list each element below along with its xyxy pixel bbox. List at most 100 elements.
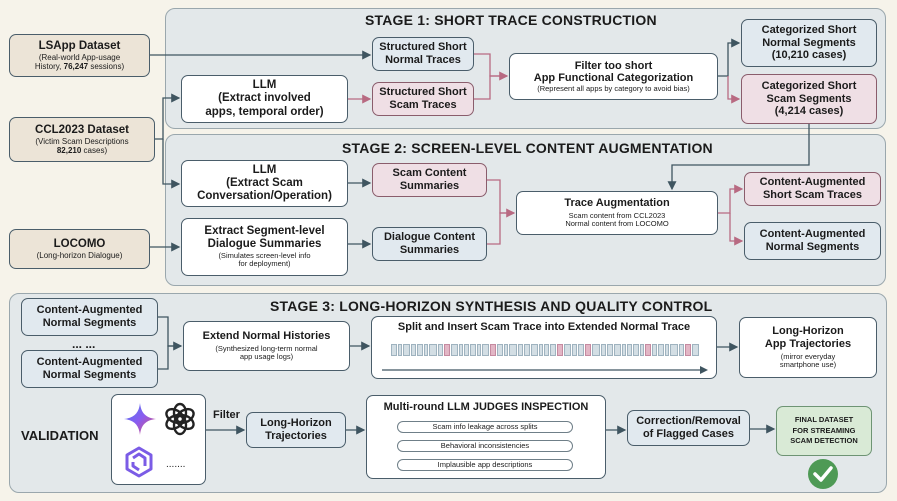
long-traj-desc2: smartphone use) (779, 360, 837, 370)
split-title: Split and Insert Scam Trace into Extende… (397, 321, 691, 333)
extract-line2: Dialogue Summaries (207, 238, 322, 251)
correction-line1: Correction/Removal (636, 415, 741, 428)
long-traj-desc1: (mirror everyday (780, 351, 836, 361)
stage1-llm-box: LLM (Extract involved apps, temporal ord… (181, 75, 348, 123)
extend-title: Extend Normal Histories (202, 330, 331, 343)
extend-normal-histories-box: Extend Normal Histories (Synthesized lon… (183, 321, 350, 371)
split-insert-box: Split and Insert Scam Trace into Extende… (371, 316, 717, 379)
aug-scam-line1: Content-Augmented (759, 176, 866, 189)
aug-normal-line2: Normal Segments (765, 241, 860, 253)
normal-trace-cell (639, 344, 644, 356)
cat-normal-line1: Categorized Short (761, 24, 857, 37)
aug-normal-line1: Content-Augmented (759, 228, 866, 241)
normal-trace-cell (503, 344, 508, 356)
stage2-llm-title: LLM (252, 163, 277, 176)
cat-scam-line1: Categorized Short (761, 80, 857, 93)
normal-trace-cell (632, 344, 639, 356)
normal-trace-cell (517, 344, 523, 356)
augmented-scam-traces-box: Content-Augmented Short Scam Traces (744, 172, 881, 206)
stage3-normal-segment-2: Content-Augmented Normal Segments (21, 350, 158, 388)
stage3-normal-segment-1: Content-Augmented Normal Segments (21, 298, 158, 336)
categorized-scam-segments-box: Categorized Short Scam Segments (4,214 c… (741, 74, 877, 124)
normal-trace-cell (549, 344, 556, 356)
normal-trace-cell (563, 344, 571, 356)
ccl2023-desc1: (Victim Scam Descriptions (35, 136, 129, 146)
segments-ellipsis: ... ... (72, 337, 96, 351)
llm-models-box: ....... (111, 394, 206, 485)
normal-trace-cell (626, 344, 632, 356)
openai-icon (165, 402, 195, 436)
stage3-title: STAGE 3: LONG-HORIZON SYNTHESIS AND QUAL… (270, 298, 713, 314)
normal-trace-cell (416, 344, 423, 356)
extend-desc1: (Synthesized long-term normal (215, 343, 318, 353)
normal-trace-cell (390, 344, 397, 356)
extract-line1: Extract Segment-level (204, 225, 325, 238)
trace-aug-title: Trace Augmentation (564, 197, 670, 210)
locomo-desc: (Long-horizon Dialogue) (36, 251, 123, 261)
lsapp-dataset-box: LSApp Dataset (Real-world App-usage Hist… (9, 34, 150, 77)
normal-trace-cell (496, 344, 503, 356)
filter-line2: App Functional Categorization (533, 72, 694, 85)
filter-label: Filter (213, 409, 240, 421)
llm-judges-box: Multi-round LLM JUDGES INSPECTION Scam i… (366, 395, 606, 479)
normal-trace-cell (523, 344, 530, 356)
normal-trace-cell (508, 344, 517, 356)
judges-title: Multi-round LLM JUDGES INSPECTION (383, 401, 589, 413)
normal-trace-cell (571, 344, 577, 356)
locomo-dataset-box: LOCOMO (Long-horizon Dialogue) (9, 229, 150, 269)
normal-trace-cell (577, 344, 584, 356)
dialogue-summaries-line2: Summaries (399, 244, 460, 256)
scam-content-summaries-box: Scam Content Summaries (372, 163, 487, 197)
augmented-normal-segments-box: Content-Augmented Normal Segments (744, 222, 881, 260)
trace-aug-desc1: Scam content from CCL2023 (568, 210, 666, 220)
normal-trace-cell (428, 344, 437, 356)
scam-trace-cell (489, 344, 496, 356)
stage2-llm-box: LLM (Extract Scam Conversation/Operation… (181, 160, 348, 207)
seg2-line2: Normal Segments (42, 369, 137, 381)
seg2-line1: Content-Augmented (36, 356, 143, 369)
lsapp-desc2: History, 76,247 sessions) (34, 62, 125, 72)
dialogue-content-summaries-box: Dialogue Content Summaries (372, 227, 487, 261)
lh-traj-line1: Long-Horizon (260, 417, 332, 430)
seg1-line2: Normal Segments (42, 317, 137, 329)
validation-label: VALIDATION (21, 428, 99, 443)
trace-aug-desc2: Normal content from LOCOMO (565, 219, 669, 229)
scam-trace-cell (644, 344, 651, 356)
normal-trace-cell (691, 344, 699, 356)
normal-trace-cell (402, 344, 410, 356)
scam-trace-cell (443, 344, 450, 356)
normal-trace-cell (530, 344, 538, 356)
scam-trace-cell (584, 344, 591, 356)
judge-item-leakage: Scam info leakage across splits (397, 421, 573, 433)
correction-line2: of Flagged Cases (642, 428, 735, 440)
stage2-title: STAGE 2: SCREEN-LEVEL CONTENT AUGMENTATI… (342, 140, 713, 156)
cat-scam-line3: (4,214 cases) (774, 105, 844, 118)
qwen-icon (125, 446, 153, 478)
gemini-icon (124, 403, 156, 435)
structured-normal-traces-box: Structured Short Normal Traces (372, 37, 474, 71)
scam-trace-cell (556, 344, 563, 356)
final-line3: SCAM DETECTION (790, 436, 858, 446)
stage2-llm-line3: Conversation/Operation) (197, 190, 332, 203)
normal-trace-cell (678, 344, 684, 356)
normal-trace-cell (463, 344, 469, 356)
lsapp-desc1: (Real-world App-usage (38, 52, 121, 62)
normal-trace-cell (591, 344, 600, 356)
extract-desc2: for deployment) (238, 259, 291, 269)
check-icon (808, 459, 838, 489)
filter-desc: (Represent all apps by category to avoid… (537, 83, 690, 93)
normal-traces-line1: Structured Short (379, 41, 467, 54)
models-ellipsis: ....... (166, 459, 186, 470)
scam-summaries-line1: Scam Content (392, 167, 467, 180)
long-horizon-trajectories-box: Long-Horizon Trajectories (246, 412, 346, 448)
normal-traces-line2: Normal Traces (385, 54, 461, 66)
lsapp-title: LSApp Dataset (38, 39, 121, 52)
filter-line1: Filter too short (574, 59, 653, 72)
trace-strip (382, 343, 708, 361)
filter-categorization-box: Filter too short App Functional Categori… (509, 53, 718, 100)
normal-trace-cell (664, 344, 669, 356)
judge-item-implausible: Implausible app descriptions (397, 459, 573, 471)
locomo-title: LOCOMO (53, 237, 106, 250)
normal-trace-cell (657, 344, 664, 356)
aug-scam-line2: Short Scam Traces (762, 189, 863, 201)
